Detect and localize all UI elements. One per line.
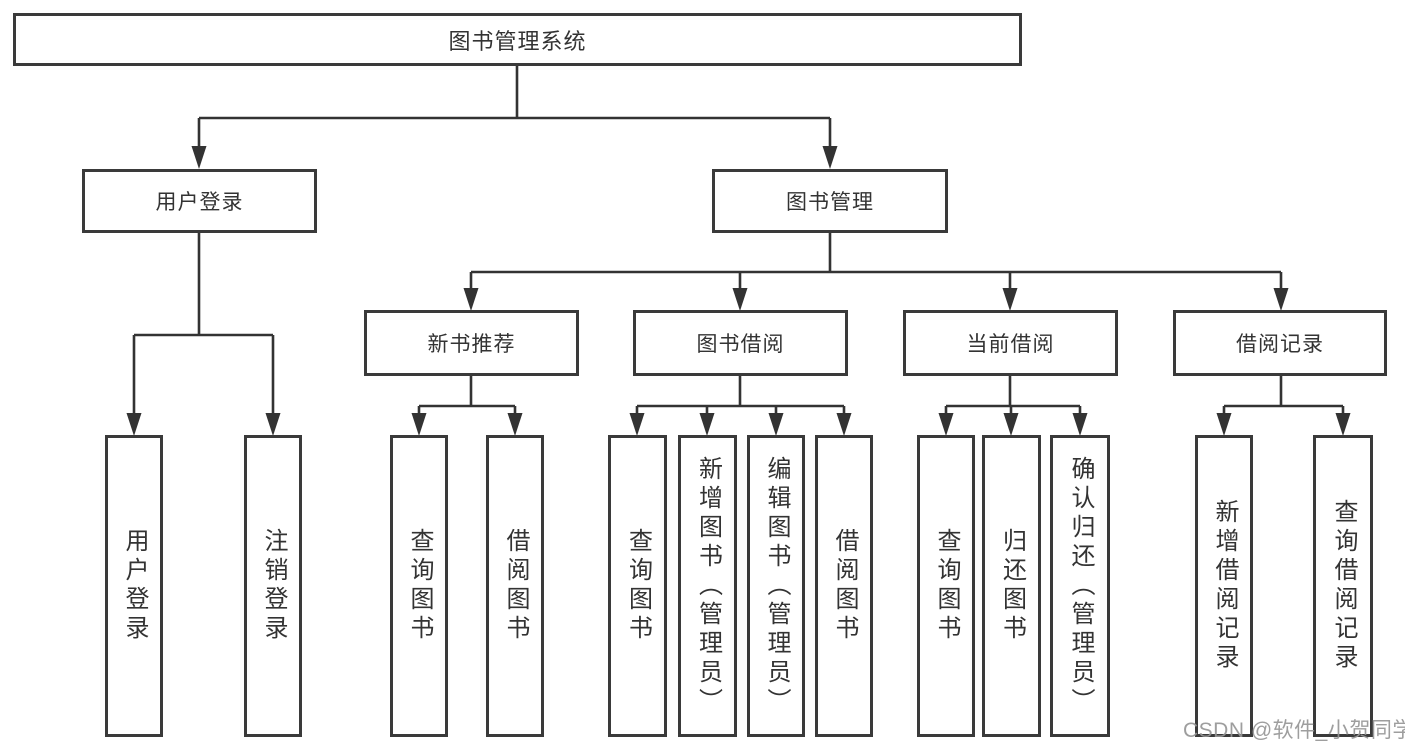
- node-label: 图书借阅: [696, 333, 785, 356]
- node-label: 图书管理: [786, 191, 874, 214]
- leaf-borrow-book: 借阅图书: [815, 435, 873, 737]
- node-label: 新增借阅记录: [1211, 499, 1238, 673]
- node-label: 新书推荐: [427, 333, 516, 356]
- leaf-user-login: 用户登录: [105, 435, 163, 737]
- node-user-login: 用户登录: [82, 169, 317, 233]
- node-label: 借阅记录: [1236, 333, 1324, 356]
- node-label: 归还图书: [998, 528, 1026, 644]
- node-label: 新增图书（管理员）: [694, 455, 722, 717]
- leaf-query-book-recommend: 查询图书: [390, 435, 448, 737]
- watermark: CSDN @软件_小贺同学: [1183, 719, 1405, 742]
- node-label: 用户登录: [121, 528, 148, 644]
- node-label: 查询图书: [933, 528, 960, 644]
- leaf-query-borrow-record: 查询借阅记录: [1313, 435, 1373, 737]
- leaf-add-book-admin: 新增图书（管理员）: [678, 435, 737, 737]
- leaf-borrow-book-recommend: 借阅图书: [486, 435, 544, 737]
- node-label: 注销登录: [260, 528, 287, 644]
- node-label: 借阅图书: [502, 528, 529, 644]
- node-label: 当前借阅: [966, 333, 1055, 356]
- connector-arrows: [126, 146, 1351, 436]
- node-book-management: 图书管理: [712, 169, 948, 233]
- node-label: 查询借阅记录: [1330, 499, 1357, 673]
- leaf-confirm-return-admin: 确认归还（管理员）: [1050, 435, 1110, 737]
- node-label: 编辑图书（管理员）: [763, 455, 790, 717]
- leaf-add-borrow-record: 新增借阅记录: [1195, 435, 1253, 737]
- node-label: 图书管理系统: [448, 28, 587, 54]
- node-book-borrowing: 图书借阅: [633, 310, 848, 376]
- node-label: 确认归还（管理员）: [1067, 455, 1094, 717]
- node-system-root: 图书管理系统: [13, 13, 1022, 66]
- leaf-logout: 注销登录: [244, 435, 302, 737]
- node-label: 查询图书: [406, 528, 433, 644]
- leaf-edit-book-admin: 编辑图书（管理员）: [747, 435, 805, 737]
- connector-paths: [132, 66, 1345, 416]
- leaf-query-book-borrow: 查询图书: [608, 435, 667, 737]
- leaf-query-book-current: 查询图书: [917, 435, 975, 737]
- node-borrow-records: 借阅记录: [1173, 310, 1387, 376]
- node-current-borrowing: 当前借阅: [903, 310, 1118, 376]
- node-label: 查询图书: [624, 528, 652, 644]
- node-label: 用户登录: [155, 191, 244, 214]
- node-label: 借阅图书: [831, 528, 858, 644]
- node-new-book-recommend: 新书推荐: [364, 310, 579, 376]
- leaf-return-book: 归还图书: [982, 435, 1041, 737]
